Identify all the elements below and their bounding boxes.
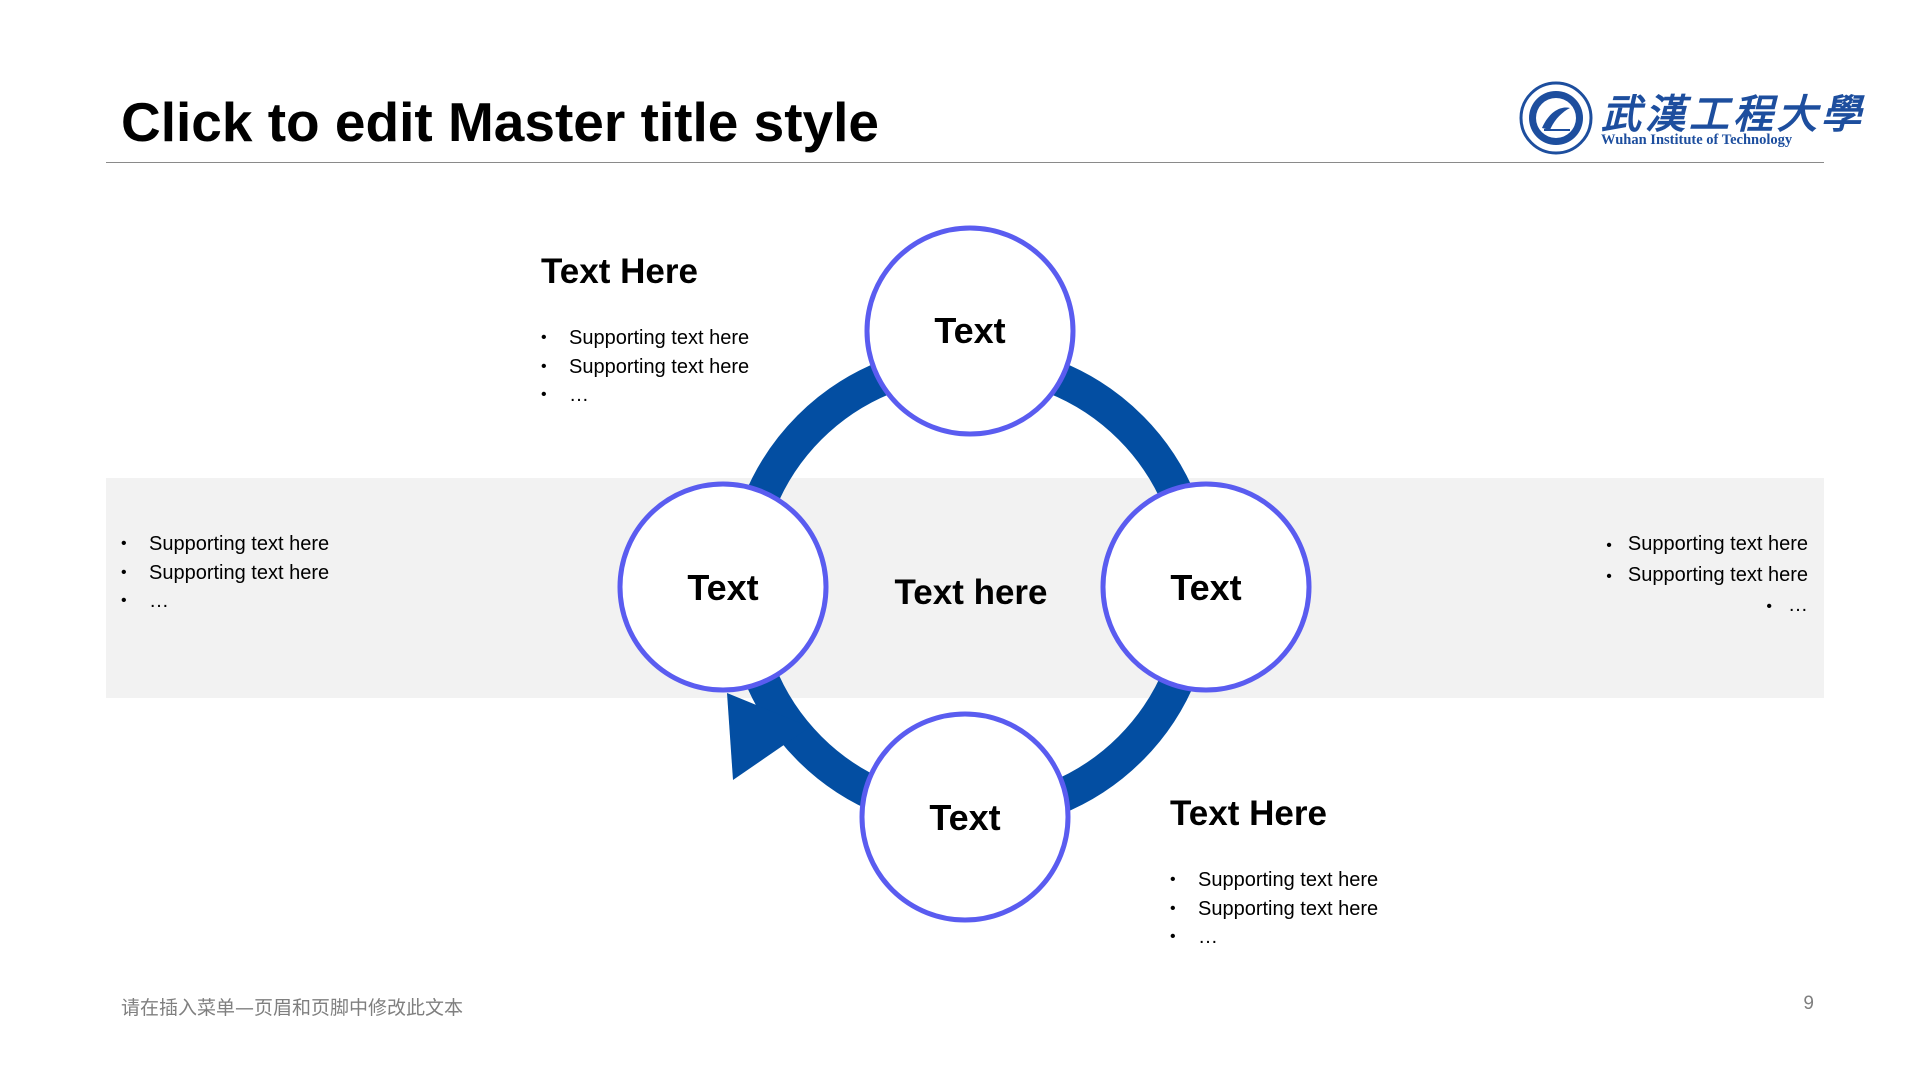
logo-chinese-name: 武漢工程大學 <box>1601 91 1865 138</box>
bullet-item: Supporting text here <box>1170 895 1378 924</box>
bullet-item: … <box>121 587 329 616</box>
bullet-item: Supporting text here <box>1606 530 1808 561</box>
bullet-item: Supporting text here <box>1606 561 1808 592</box>
bottom-right-bullet-list: Supporting text here Supporting text her… <box>1170 866 1378 952</box>
top-left-heading: Text Here <box>541 252 698 291</box>
bullet-item: Supporting text here <box>121 559 329 588</box>
footer-text: 请在插入菜单—页眉和页脚中修改此文本 <box>121 997 464 1019</box>
cycle-node-left[interactable] <box>617 481 829 693</box>
cycle-node-right[interactable] <box>1100 481 1312 693</box>
node-label-top: Text <box>934 310 1006 351</box>
cycle-node-bottom[interactable] <box>859 711 1071 923</box>
seal-icon <box>1519 81 1593 155</box>
bullet-item: Supporting text here <box>541 353 749 382</box>
top-left-bullet-list: Supporting text here Supporting text her… <box>541 324 749 410</box>
page-number: 9 <box>1803 993 1814 1014</box>
slide-title[interactable]: Click to edit Master title style <box>121 91 879 153</box>
left-bullet-list: Supporting text here Supporting text her… <box>121 530 329 616</box>
cycle-arrowhead <box>727 693 810 780</box>
node-label-right: Text <box>1170 567 1242 608</box>
bullet-item: Supporting text here <box>121 530 329 559</box>
background-band <box>106 478 1824 698</box>
bullet-item: Supporting text here <box>541 324 749 353</box>
bullet-item: … <box>541 381 749 410</box>
title-divider <box>106 162 1824 163</box>
bullet-item: … <box>1170 923 1378 952</box>
right-bullet-list: Supporting text here Supporting text her… <box>1606 530 1808 622</box>
cycle-node-top[interactable] <box>864 225 1076 437</box>
bullet-item: Supporting text here <box>1170 866 1378 895</box>
logo-english-name: Wuhan Institute of Technology <box>1601 132 1793 148</box>
university-logo: 武漢工程大學 Wuhan Institute of Technology <box>1518 80 1861 156</box>
bottom-right-heading: Text Here <box>1170 794 1327 833</box>
node-label-left: Text <box>687 567 759 608</box>
center-label: Text here <box>894 573 1048 612</box>
node-label-bottom: Text <box>929 797 1001 838</box>
bullet-item: … <box>1606 591 1808 622</box>
